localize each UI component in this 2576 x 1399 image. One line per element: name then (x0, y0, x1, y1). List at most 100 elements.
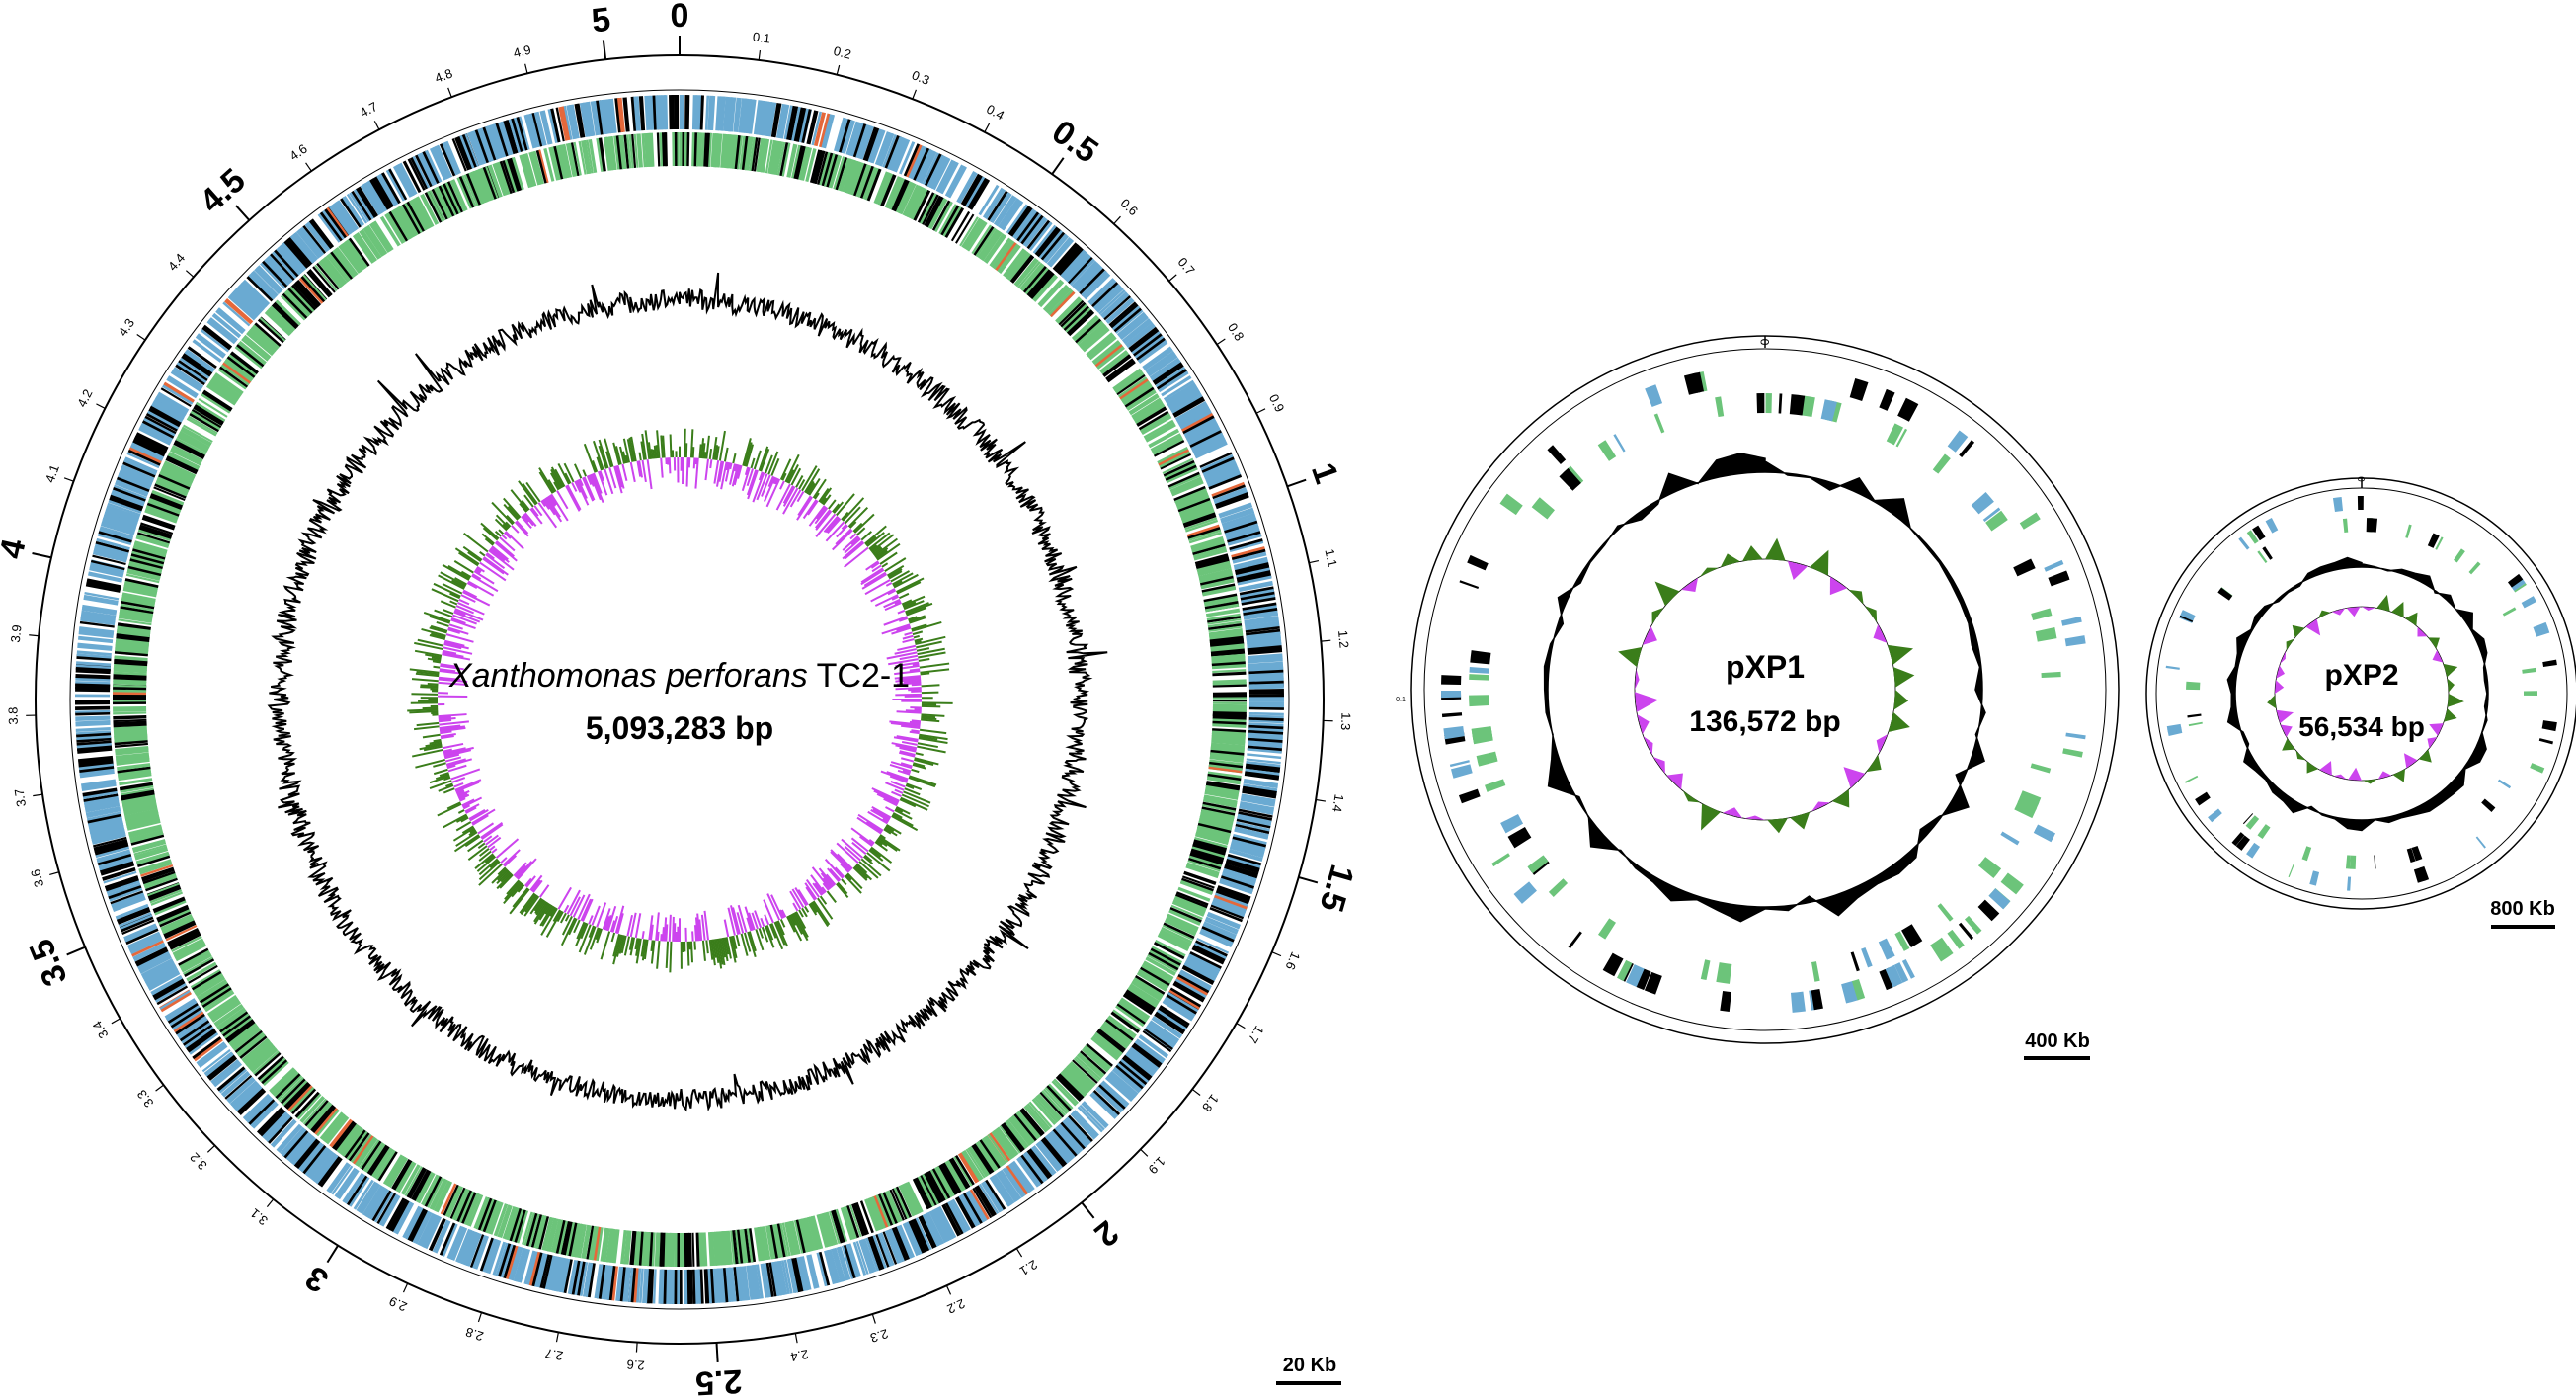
forward-cds-feature (208, 317, 238, 343)
forward-cds-feature (226, 1076, 254, 1102)
forward-cds-feature (300, 226, 325, 256)
reverse-cds-feature (1188, 855, 1223, 868)
plasmid-feature (1878, 938, 1895, 960)
reverse-cds-feature (178, 947, 209, 966)
reverse-cds-feature (388, 210, 409, 242)
gc-skew-bar (550, 468, 563, 489)
forward-cds-feature (852, 123, 867, 158)
reverse-cds-feature (1039, 281, 1065, 308)
reverse-cds-feature (971, 1143, 995, 1175)
reverse-cds-feature (1212, 701, 1247, 705)
forward-cds-feature (1248, 730, 1284, 736)
reverse-cds-feature (168, 930, 201, 948)
forward-cds-feature (245, 1096, 274, 1123)
reverse-cds-feature (522, 1211, 533, 1245)
gc-skew-bar (419, 743, 443, 751)
gc-skew-bar (2280, 724, 2293, 737)
gc-skew-bar (684, 428, 686, 458)
gc-skew-bar (765, 454, 773, 474)
plasmid-feature (1720, 990, 1731, 1012)
plasmid-feature (2065, 732, 2086, 740)
forward-cds-feature (780, 1260, 790, 1295)
gc-skew-bar (825, 873, 837, 886)
reverse-cds-feature (649, 132, 655, 167)
chromosome-minor-tick-label: 0.3 (910, 67, 931, 88)
reverse-cds-feature (449, 1187, 466, 1219)
forward-cds-feature (1245, 626, 1280, 633)
gc-skew-bar (779, 909, 785, 919)
reverse-cds-feature (1080, 1050, 1107, 1075)
forward-cds-feature (222, 301, 251, 327)
pxp2-tick-0: 0 (2357, 476, 2368, 482)
reverse-cds-feature (633, 133, 639, 168)
forward-cds-feature (242, 1093, 270, 1119)
gc-skew-bar (1888, 711, 1910, 732)
reverse-cds-feature (1091, 340, 1121, 365)
reverse-cds-feature (195, 401, 226, 422)
forward-cds-feature (1060, 249, 1087, 279)
forward-cds-feature (587, 101, 596, 136)
gc-skew-bar (760, 917, 765, 927)
gc-skew-bar (503, 497, 522, 519)
plasmid-feature (2349, 855, 2357, 869)
gc-skew-bar (640, 441, 646, 460)
gc-skew-bar (523, 513, 534, 527)
forward-cds-feature (196, 1041, 226, 1066)
plasmid-feature (1947, 430, 1969, 453)
forward-cds-feature (956, 171, 978, 205)
forward-cds-feature (371, 176, 395, 209)
gc-skew-bar (431, 588, 459, 603)
forward-cds-feature (410, 156, 429, 190)
forward-cds-feature (362, 183, 384, 214)
gc-skew-bar (850, 536, 860, 546)
reverse-cds-feature (174, 941, 205, 959)
reverse-cds-feature (533, 150, 545, 185)
gc-skew-bar (612, 934, 621, 957)
gc-skew-bar (502, 523, 509, 531)
forward-cds-feature (306, 220, 332, 251)
chromosome-minor-tick-mark (1321, 639, 1331, 642)
forward-cds-feature (1243, 607, 1278, 617)
gc-skew-bar (522, 514, 529, 523)
forward-cds-feature (542, 1254, 553, 1289)
chromosome-major-tick-mark (1286, 478, 1307, 488)
reverse-cds-feature (1204, 598, 1239, 608)
forward-cds-feature (915, 148, 933, 182)
forward-cds-feature (1216, 887, 1250, 903)
reverse-cds-feature (911, 188, 929, 221)
chromosome-major-tick-mark (326, 1245, 339, 1264)
reverse-cds-feature (1057, 1073, 1085, 1100)
gc-skew-bar (411, 678, 439, 683)
reverse-cds-feature (1125, 989, 1156, 1011)
gc-skew-bar (854, 864, 873, 881)
gc-skew-bar (524, 894, 538, 913)
gc-skew-bar (453, 609, 466, 617)
gc-skew-bar (821, 886, 827, 893)
forward-cds-feature (972, 1187, 993, 1219)
reverse-cds-feature (931, 1168, 951, 1199)
forward-cds-feature (1042, 233, 1068, 263)
gc-skew-bar (641, 459, 647, 483)
forward-cds-feature (981, 1181, 1004, 1213)
reverse-cds-feature (1056, 298, 1085, 326)
gc-skew-bar (596, 928, 603, 944)
forward-cds-feature (1158, 370, 1189, 393)
plasmid-feature (2064, 635, 2086, 647)
gc-skew-bar (849, 533, 857, 540)
forward-cds-feature (996, 1172, 1017, 1203)
plasmid-feature (2288, 864, 2294, 878)
reverse-cds-feature (210, 377, 241, 400)
plasmid-feature (1597, 918, 1616, 940)
gc-skew-bar (462, 545, 483, 561)
gc-skew-bar (758, 928, 765, 939)
gc-skew-bar (844, 541, 865, 560)
forward-cds-feature (1044, 235, 1070, 264)
reverse-cds-feature (322, 256, 347, 286)
reverse-cds-feature (1026, 1103, 1051, 1130)
gc-skew-bar (712, 436, 718, 460)
reverse-cds-feature (793, 145, 807, 180)
chromosome-minor-tick-mark (185, 270, 195, 278)
gc-skew-bar (532, 879, 543, 893)
gc-skew-bar (2362, 607, 2375, 611)
gc-skew-bar (443, 748, 452, 753)
